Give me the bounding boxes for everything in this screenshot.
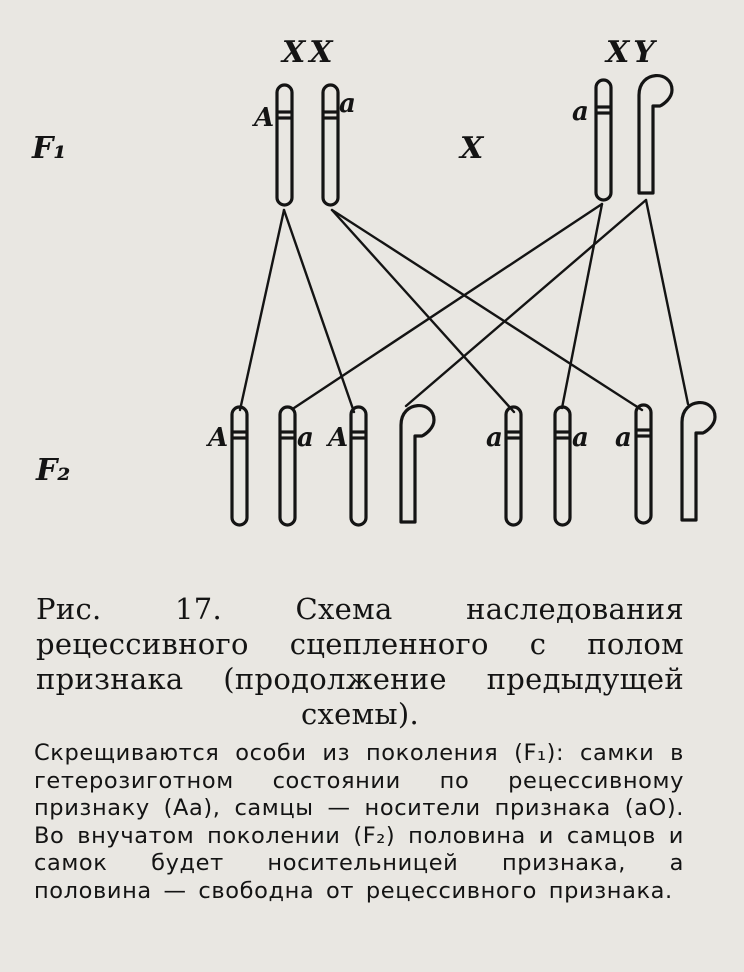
line-female-A-to-o1 xyxy=(238,208,286,412)
f2-chromosomes xyxy=(230,401,717,527)
f2-offspring-2 xyxy=(278,405,297,527)
f1-generation-label: F₁ xyxy=(31,131,66,166)
line-female-a-to-o5 xyxy=(330,208,516,414)
male-sex-label: XY xyxy=(604,35,659,70)
f2-offspring-7 xyxy=(634,403,653,525)
f2-offspring-4-y xyxy=(399,404,436,524)
f2-offspring-1-allele: A xyxy=(205,423,228,453)
f2-offspring-7-allele: a xyxy=(615,423,632,453)
line-male-X-to-o2 xyxy=(292,202,604,410)
f2-offspring-3 xyxy=(349,405,368,527)
f1-male-x-chromosome xyxy=(594,78,613,202)
f2-offspring-5-allele: a xyxy=(486,423,503,453)
line-female-a-to-o7 xyxy=(330,208,644,412)
f1-male-allele: a xyxy=(572,97,589,127)
f1-female-chromosome-2 xyxy=(321,83,340,207)
figure-caption: Рис. 17. Схема наследования рецессивного… xyxy=(36,592,684,731)
f1-male-y-chromosome xyxy=(637,74,674,195)
female-sex-label: XX xyxy=(280,35,337,70)
cross-symbol: X xyxy=(458,131,485,166)
f2-offspring-8-y xyxy=(680,401,717,522)
line-female-A-to-o3 xyxy=(282,208,356,414)
f2-offspring-2-allele: a xyxy=(297,423,314,453)
f2-offspring-5 xyxy=(504,405,523,527)
f1-female-chromosome-1 xyxy=(275,83,294,207)
f1-chromosomes xyxy=(275,74,674,207)
inheritance-diagram: F₁ F₂ XX XY X xyxy=(31,35,717,527)
f2-generation-label: F₂ xyxy=(35,453,70,488)
figure-description: Скрещиваются особи из поколения (F₁): са… xyxy=(34,740,684,904)
cross-lines xyxy=(238,198,690,414)
line-male-X-to-o6 xyxy=(560,202,604,410)
line-male-Y-to-o4 xyxy=(404,198,648,408)
f2-offspring-6 xyxy=(553,405,572,527)
f2-offspring-3-allele: A xyxy=(325,423,348,453)
line-male-Y-to-o8 xyxy=(644,198,690,406)
f1-female-allele-2: a xyxy=(339,89,356,119)
f2-offspring-1 xyxy=(230,405,249,527)
f1-female-allele-1: A xyxy=(251,103,274,133)
f2-offspring-6-allele: a xyxy=(572,423,589,453)
